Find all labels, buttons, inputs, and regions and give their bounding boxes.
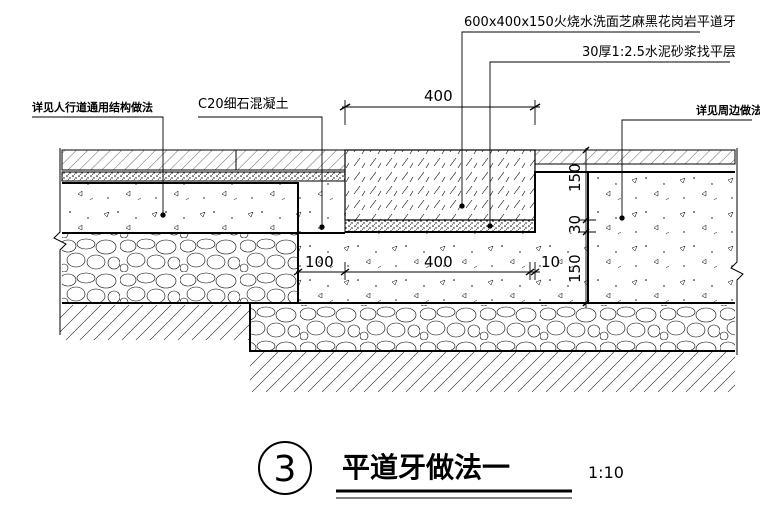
dimension-lines bbox=[293, 100, 596, 308]
sidewalk-ref-label: 详见人行道通用结构做法 bbox=[32, 100, 153, 114]
leader-lines bbox=[32, 31, 752, 230]
detail-title: 平道牙做法一 bbox=[342, 451, 510, 484]
dim-top-width: 400 bbox=[424, 87, 453, 105]
detail-number-circle bbox=[258, 441, 312, 495]
left-paving bbox=[61, 149, 346, 303]
concrete-haunch bbox=[298, 183, 588, 305]
dim-left-offset: 100 bbox=[305, 253, 334, 271]
dim-lower-height: 150 bbox=[566, 254, 584, 283]
mortar-bed-label: 30厚1:2.5水泥砂浆找平层 bbox=[582, 45, 736, 60]
soil-hatch bbox=[60, 305, 735, 392]
right-paving bbox=[534, 149, 736, 305]
title-block: 3 平道牙做法一 1:10 bbox=[258, 441, 624, 499]
dim-right-offset: 10 bbox=[541, 253, 560, 271]
break-lines bbox=[53, 148, 744, 355]
granite-curb bbox=[344, 149, 536, 233]
stone-curb-label: 600x400x150火烧水洗面芝麻黑花岗岩平道牙 bbox=[464, 14, 736, 30]
adjacent-ref-label: 详见周边做法 bbox=[696, 103, 760, 117]
outlines bbox=[62, 149, 735, 352]
dim-mortar-height: 30 bbox=[566, 215, 584, 234]
gravel-base bbox=[250, 305, 735, 351]
detail-number: 3 bbox=[274, 449, 297, 490]
dim-upper-height: 150 bbox=[566, 163, 584, 192]
detail-scale: 1:10 bbox=[588, 463, 624, 482]
dim-bottom-width: 400 bbox=[424, 253, 453, 271]
concrete-label: C20细石混凝土 bbox=[198, 96, 289, 112]
